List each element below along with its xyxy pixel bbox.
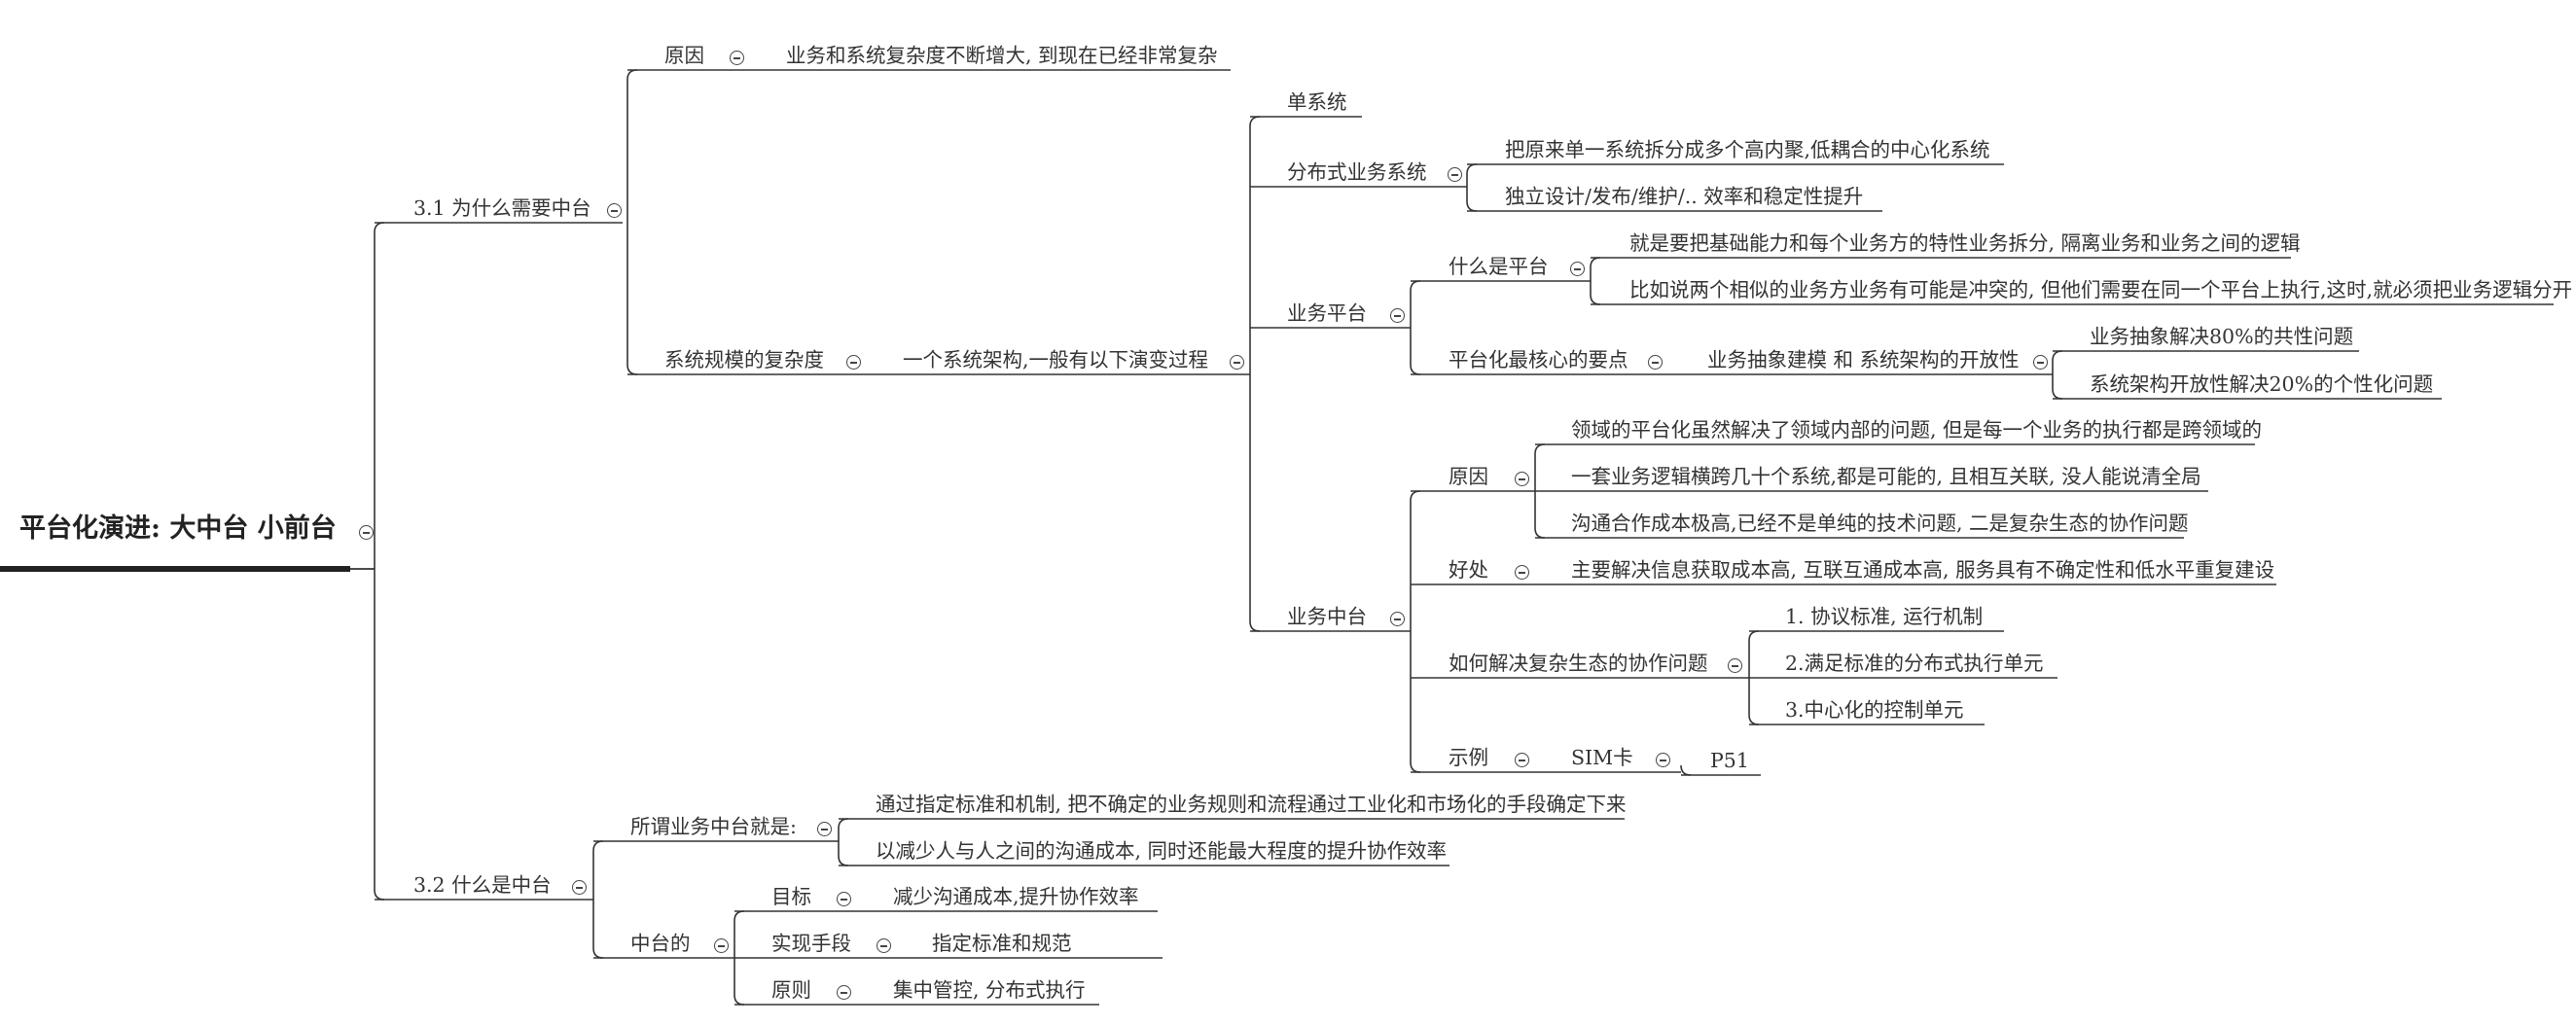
node-principle[interactable]: 原则 [771, 978, 811, 1002]
collapse-toggle-icon[interactable] [359, 525, 374, 540]
collapse-toggle-icon[interactable] [1728, 658, 1742, 673]
branch-curve [1590, 257, 1601, 268]
branch-curve [1410, 364, 1421, 375]
node-goal[interactable]: 目标 [771, 885, 811, 908]
node-benefit-t[interactable]: 主要解决信息获取成本高, 互联互通成本高, 服务具有不确定性和低水平重复建设 [1571, 558, 2275, 582]
branch-curve [374, 222, 385, 233]
node-means-t[interactable]: 指定标准和规范 [932, 932, 1072, 955]
branch-curve [2052, 350, 2063, 362]
branch-curve [1466, 200, 1478, 212]
collapse-toggle-icon[interactable] [877, 938, 891, 953]
node-core-1[interactable]: 业务抽象解决80%的共性问题 [2090, 325, 2354, 348]
branch-curve [1534, 443, 1546, 455]
branch-curve [1748, 714, 1760, 725]
collapse-toggle-icon[interactable] [1448, 167, 1462, 182]
collapse-toggle-icon[interactable] [607, 203, 622, 218]
node-howto[interactable]: 如何解决复杂生态的协作问题 [1449, 652, 1708, 675]
branch-curve [592, 840, 604, 852]
branch-curve [1466, 163, 1478, 175]
node-dist-1[interactable]: 把原来单一系统拆分成多个高内聚,低耦合的中心化系统 [1505, 138, 1990, 161]
collapse-toggle-icon[interactable] [730, 51, 744, 65]
branch-curve [1748, 630, 1760, 642]
collapse-toggle-icon[interactable] [1570, 262, 1585, 276]
branch-curve [838, 818, 849, 830]
branch-curve [838, 855, 849, 866]
node-sim[interactable]: SIM卡 [1571, 746, 1633, 769]
node-n32[interactable]: 3.2 什么是中台 [413, 873, 552, 897]
node-what-1[interactable]: 就是要把基础能力和每个业务方的特性业务拆分, 隔离业务和业务之间的逻辑 [1629, 231, 2301, 255]
branch-curve [1249, 620, 1261, 632]
branch-curve [1249, 116, 1261, 127]
collapse-toggle-icon[interactable] [1390, 612, 1405, 626]
collapse-toggle-icon[interactable] [1656, 753, 1670, 767]
node-howto-1[interactable]: 1. 协议标准, 运行机制 [1785, 605, 1984, 628]
branch-curve [2052, 388, 2063, 400]
branch-curve [1410, 490, 1421, 502]
node-principle-t[interactable]: 集中管控, 分布式执行 [893, 978, 1086, 1002]
node-mid-r1[interactable]: 领域的平台化虽然解决了领域内部的问题, 但是每一个业务的执行都是跨领域的 [1571, 418, 2263, 442]
node-so-called[interactable]: 所谓业务中台就是: [630, 815, 797, 838]
node-dist-2[interactable]: 独立设计/发布/维护/.. 效率和稳定性提升 [1505, 185, 1864, 208]
node-mid[interactable]: 业务中台 [1287, 605, 1367, 628]
node-what-2[interactable]: 比如说两个相似的业务方业务有可能是冲突的, 但他们需要在同一个平台上执行,这时,… [1629, 278, 2573, 301]
branch-curve [374, 889, 385, 901]
node-core[interactable]: 平台化最核心的要点 [1449, 348, 1628, 371]
node-platform[interactable]: 业务平台 [1287, 301, 1367, 325]
branch-curve [1410, 280, 1421, 292]
collapse-toggle-icon[interactable] [846, 355, 861, 370]
node-so-1[interactable]: 通过指定标准和机制, 把不确定的业务规则和流程通过工业化和市场化的手段确定下来 [876, 793, 1627, 816]
node-n31-arch[interactable]: 一个系统架构,一般有以下演变过程 [903, 348, 1209, 371]
node-example[interactable]: 示例 [1449, 746, 1488, 769]
collapse-toggle-icon[interactable] [837, 892, 851, 906]
root-underline [0, 566, 350, 572]
node-single[interactable]: 单系统 [1287, 90, 1347, 114]
node-n31-complex[interactable]: 系统规模的复杂度 [664, 348, 824, 371]
collapse-toggle-icon[interactable] [1390, 308, 1405, 323]
node-mid-r3[interactable]: 沟通合作成本极高,已经不是单纯的技术问题, 二是复杂生态的协作问题 [1571, 512, 2189, 535]
node-n31[interactable]: 3.1 为什么需要中台 [413, 196, 591, 220]
branch-curve [1680, 764, 1692, 776]
node-core-2[interactable]: 系统架构开放性解决20%的个性化问题 [2090, 372, 2434, 396]
node-of-mid[interactable]: 中台的 [630, 932, 691, 955]
node-n31-reason[interactable]: 原因 [664, 44, 704, 67]
branch-curve [1534, 527, 1546, 539]
collapse-toggle-icon[interactable] [572, 880, 587, 895]
branch-curve [1410, 761, 1421, 773]
node-goal-t[interactable]: 减少沟通成本,提升协作效率 [893, 885, 1139, 908]
collapse-toggle-icon[interactable] [1515, 753, 1529, 767]
node-mid-reason[interactable]: 原因 [1449, 465, 1488, 488]
node-dist[interactable]: 分布式业务系统 [1287, 160, 1427, 184]
branch-curve [733, 910, 745, 922]
node-p51[interactable]: P51 [1710, 749, 1749, 772]
collapse-toggle-icon[interactable] [1230, 355, 1244, 370]
collapse-toggle-icon[interactable] [2033, 355, 2048, 370]
node-so-2[interactable]: 以减少人与人之间的沟通成本, 同时还能最大程度的提升协作效率 [876, 839, 1448, 863]
collapse-toggle-icon[interactable] [837, 985, 851, 1000]
node-howto-2[interactable]: 2.满足标准的分布式执行单元 [1785, 652, 2044, 675]
collapse-toggle-icon[interactable] [1515, 565, 1529, 580]
node-root[interactable]: 平台化演进: 大中台 小前台 [19, 513, 337, 544]
node-howto-3[interactable]: 3.中心化的控制单元 [1785, 698, 1964, 722]
branch-curve [626, 364, 638, 375]
collapse-toggle-icon[interactable] [1648, 355, 1663, 370]
node-n31-reason-t[interactable]: 业务和系统复杂度不断增大, 到现在已经非常复杂 [786, 44, 1218, 67]
branch-curve [1590, 294, 1601, 305]
collapse-toggle-icon[interactable] [1515, 472, 1529, 486]
branch-curve [733, 994, 745, 1006]
node-mid-r2[interactable]: 一套业务逻辑横跨几十个系统,都是可能的, 且相互关联, 没人能说清全局 [1571, 465, 2201, 488]
node-benefit[interactable]: 好处 [1449, 558, 1488, 582]
node-core-model[interactable]: 业务抽象建模 和 系统架构的开放性 [1707, 348, 2020, 371]
node-means[interactable]: 实现手段 [771, 932, 851, 955]
collapse-toggle-icon[interactable] [817, 822, 832, 836]
collapse-toggle-icon[interactable] [714, 938, 729, 953]
branch-curve [592, 947, 604, 959]
branch-curve [626, 69, 638, 81]
node-what-platform[interactable]: 什么是平台 [1449, 255, 1549, 278]
